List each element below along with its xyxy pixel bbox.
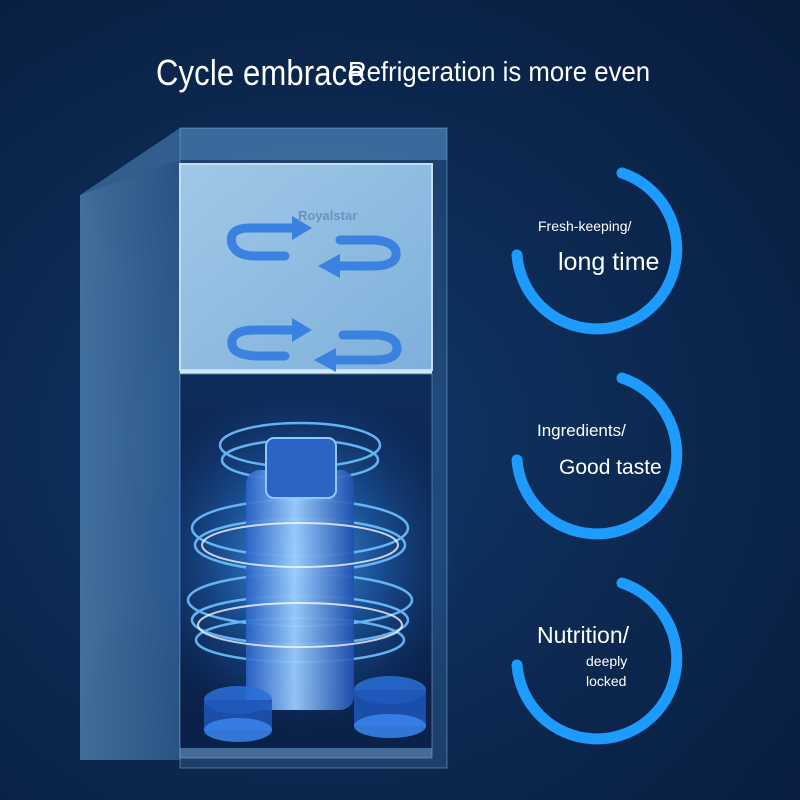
headline-primary: Cycle embrace <box>156 52 365 93</box>
feature-label: Ingredients/ <box>537 421 626 440</box>
feature-value: Good taste <box>559 456 662 479</box>
feature-label: Fresh-keeping/ <box>538 218 632 234</box>
feature-label: Nutrition/ <box>537 622 630 648</box>
airflow-arrow-icon <box>226 223 402 365</box>
feature-freshness: Fresh-keeping/ long time <box>505 160 705 360</box>
feature-value: long time <box>558 248 660 276</box>
feature-value-line2: locked <box>586 673 627 689</box>
fridge-box-top <box>80 128 447 195</box>
feature-nutrition: Nutrition/ deeply locked <box>505 570 705 770</box>
headline-secondary: Refrigeration is more even <box>348 56 651 87</box>
feature-taste: Ingredients/ Good taste <box>505 365 705 565</box>
progress-ring-icon <box>511 372 683 540</box>
headline: Cycle embrace Refrigeration is more even <box>0 50 800 100</box>
progress-ring-icon <box>511 577 683 745</box>
feature-value: deeply <box>586 653 628 669</box>
fridge-box-side <box>80 160 180 760</box>
brand-logo: Royalstar <box>298 208 357 223</box>
compressor-mounts <box>204 676 426 742</box>
progress-ring-icon <box>511 167 683 335</box>
